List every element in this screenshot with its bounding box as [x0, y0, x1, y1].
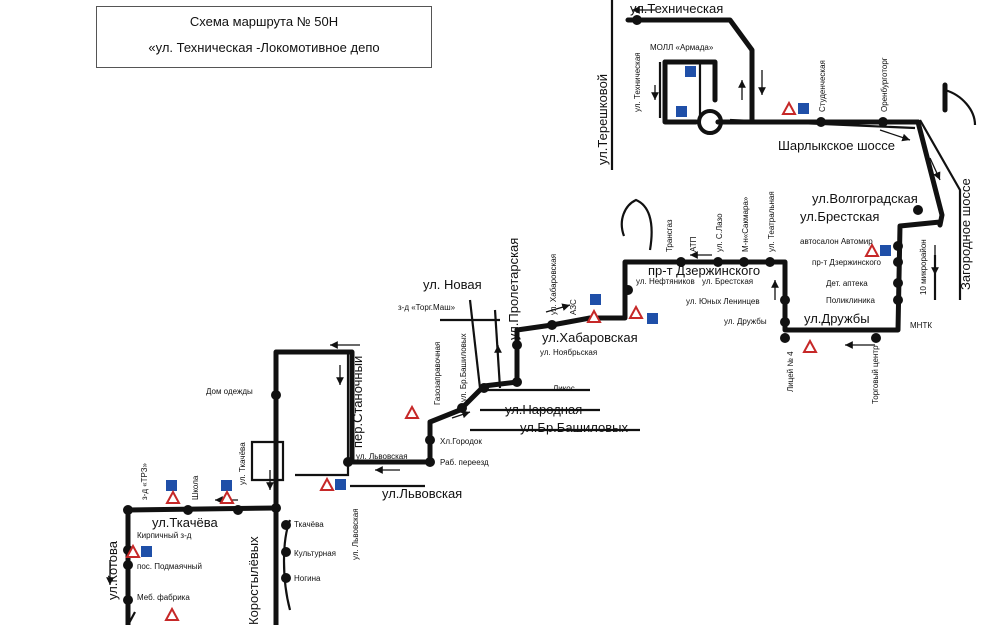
stop-kulturnaya: Культурная: [294, 549, 336, 558]
stop-azs: АЗС: [569, 299, 578, 315]
stop-studencheskaya: Студенческая: [818, 60, 827, 112]
stop-labels: ул. Техническая МОЛЛ «Армада» Студенческ…: [137, 43, 932, 602]
stop-lvovskaya: ул. Львовская: [356, 452, 408, 461]
street-tekhnicheskaya: ул.Техническая: [630, 1, 723, 16]
warning-sign-icon: [219, 489, 235, 504]
route-subtitle: «ул. Техническая -Локомотивное депо: [148, 40, 380, 55]
warning-sign-icon: [125, 543, 141, 558]
stop-gazozapravochnaya: Газозаправочная: [433, 342, 442, 405]
street-labels: ул.Техническая ул.Терешковой Шарлыкское …: [105, 1, 973, 625]
warning-sign-icon: [628, 304, 644, 319]
stop-noyabrskaya: ул. Ноябрьская: [540, 348, 597, 357]
crossing-sign-icon: [166, 480, 177, 491]
traffic-signs: [125, 66, 891, 621]
street-stanochny: пер.Станочный: [350, 356, 365, 448]
street-zagorodnoe: Загородное шоссе: [958, 178, 973, 290]
crossing-sign-icon: [335, 479, 346, 490]
stop-pos-podmayachny: пос. Подмаячный: [137, 562, 202, 571]
stop-nogina: Ногина: [294, 574, 321, 583]
street-kotova: ул.Котова: [105, 540, 120, 600]
warning-sign-icon: [404, 404, 420, 419]
crossing-sign-icon: [685, 66, 696, 77]
stop-orenburgotorg: Оренбурготорг: [880, 57, 889, 112]
stop-tekhnicheskaya: ул. Техническая: [633, 52, 642, 112]
stop-brestskaya: ул. Брестская: [702, 277, 753, 286]
stop-br-bashilovykh: ул. Бр.Башиловых: [459, 333, 468, 402]
street-br-bashilovykh: ул.Бр.Башиловых: [520, 420, 628, 435]
crossing-sign-icon: [590, 294, 601, 305]
direction-arrows: [106, 6, 941, 585]
stop-tkacheva2: Ткачёва: [294, 520, 324, 529]
street-proletarskaya: ул.Пролетарская: [506, 238, 521, 340]
stop-lvovskaya-vertical: ул. Львовская: [351, 508, 360, 560]
route-title-box: Схема маршрута № 50Н «ул. Техническая -Л…: [96, 6, 432, 68]
street-narodnaya: ул.Народная: [505, 402, 582, 417]
street-khabarovskaya: ул.Хабаровская: [542, 330, 638, 345]
stop-dots: [123, 15, 923, 605]
stop-tkacheva: ул. Ткачёва: [238, 442, 247, 485]
stop-shkola: Школа: [191, 475, 200, 500]
street-tereshkovoy: ул.Терешковой: [595, 74, 610, 165]
street-korostylevykh: Коростылёвых: [246, 536, 261, 625]
stop-zd-trz: з-д «ТРЗ»: [140, 462, 149, 500]
warning-sign-icon: [802, 338, 818, 353]
stop-yunykh-lenintsev: ул. Юных Ленинцев: [686, 297, 760, 306]
stop-khabarovskaya: ул. Хабаровская: [549, 254, 558, 315]
street-tkacheva: ул.Ткачёва: [152, 515, 218, 530]
crossing-sign-icon: [676, 106, 687, 117]
warning-sign-icon: [319, 476, 335, 491]
stop-mntk: МНТК: [910, 321, 932, 330]
stop-litsey4: Лицей № 4: [786, 351, 795, 392]
warning-sign-icon: [165, 489, 181, 504]
stop-avtosalon: автосалон Автомир: [800, 237, 873, 246]
stop-moll-armada: МОЛЛ «Армада»: [650, 43, 714, 52]
stop-m-n-sakmara: М-н«Сакмара»: [741, 196, 750, 252]
street-lvovskaya: ул.Львовская: [382, 486, 462, 501]
stop-teatralnaya: ул. Театральная: [767, 191, 776, 252]
stop-meb-fabrika: Меб. фабрика: [137, 593, 190, 602]
stop-atp: АТП: [689, 236, 698, 252]
warning-sign-icon: [864, 242, 880, 257]
warning-sign-icon: [164, 606, 180, 621]
street-novaya: ул. Новая: [423, 277, 482, 292]
stop-druzhby: ул. Дружбы: [724, 317, 767, 326]
stop-rab-pereezd: Раб. переезд: [440, 458, 489, 467]
warning-sign-icon: [781, 100, 797, 115]
stop-dom-odezhdy: Дом одежды: [206, 387, 253, 396]
crossing-sign-icon: [221, 480, 232, 491]
street-druzhby: ул.Дружбы: [804, 311, 870, 326]
route-title: Схема маршрута № 50Н: [189, 14, 339, 29]
stop-det-apteka: Дет. аптека: [826, 279, 868, 288]
stop-khl-gorodok: Хл.Городок: [440, 437, 482, 446]
stop-s-lazo: ул. С.Лазо: [715, 213, 724, 252]
stop-mikrorayon10: 10 микрорайон: [919, 239, 928, 295]
crossing-sign-icon: [141, 546, 152, 557]
crossing-sign-icon: [798, 103, 809, 114]
stop-poliklinika: Поликлиника: [826, 296, 875, 305]
stop-transgaz: Трансгаз: [665, 219, 674, 252]
stop-pr-dzerzhinskogo: пр-т Дзержинского: [812, 258, 882, 267]
street-brestskaya: ул.Брестская: [800, 209, 879, 224]
street-dzerzhinskogo: пр-т Дзержинского: [648, 263, 760, 278]
stop-zd-torgmash: з-д «Торг.Маш»: [398, 303, 456, 312]
street-volgogradskaya: ул.Волгоградская: [812, 191, 918, 206]
stop-neftyannikov: ул. Нефтяников: [636, 277, 695, 286]
stop-torgovy-tsentr: Торговый центр: [871, 345, 880, 404]
stop-likos: Ликос: [553, 384, 575, 393]
street-sharlykskoe: Шарлыкское шоссе: [778, 138, 895, 153]
stop-kirpichny: Кирпичный з-д: [137, 531, 192, 540]
warning-sign-icon: [586, 308, 602, 323]
crossing-sign-icon: [647, 313, 658, 324]
crossing-sign-icon: [880, 245, 891, 256]
